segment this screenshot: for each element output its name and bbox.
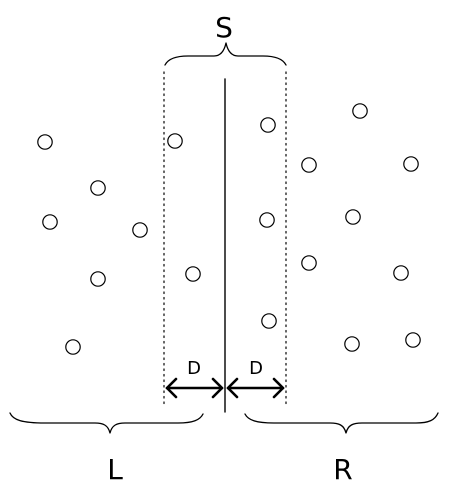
label-d-left: D (187, 358, 201, 379)
circle-s-left-1 (167, 133, 183, 149)
circle-s-right-3 (261, 313, 277, 329)
right-d-arrow (226, 377, 285, 399)
left-d-arrow (165, 377, 224, 399)
circle-s-right-1 (260, 117, 276, 133)
label-d-right: D (249, 358, 263, 379)
circle-right-1 (352, 103, 368, 119)
circle-left-3 (42, 214, 58, 230)
circle-right-7 (344, 336, 360, 352)
circle-right-6 (393, 265, 409, 281)
circle-right-3 (403, 156, 419, 172)
circle-right-5 (301, 255, 317, 271)
circle-left-1 (37, 134, 53, 150)
left-bottom-brace (9, 412, 204, 434)
circle-left-5 (90, 271, 106, 287)
circle-right-4 (345, 209, 361, 225)
circle-left-6 (65, 339, 81, 355)
circle-s-right-2 (259, 212, 275, 228)
circle-right-8 (405, 332, 421, 348)
circle-s-left-2 (185, 266, 201, 282)
circle-left-4 (132, 222, 148, 238)
right-bottom-brace (244, 412, 439, 434)
circle-left-2 (90, 180, 106, 196)
label-s: S (215, 11, 233, 44)
label-l: L (107, 453, 123, 486)
circle-right-2 (301, 157, 317, 173)
top-brace (164, 42, 287, 66)
label-r: R (333, 453, 352, 486)
